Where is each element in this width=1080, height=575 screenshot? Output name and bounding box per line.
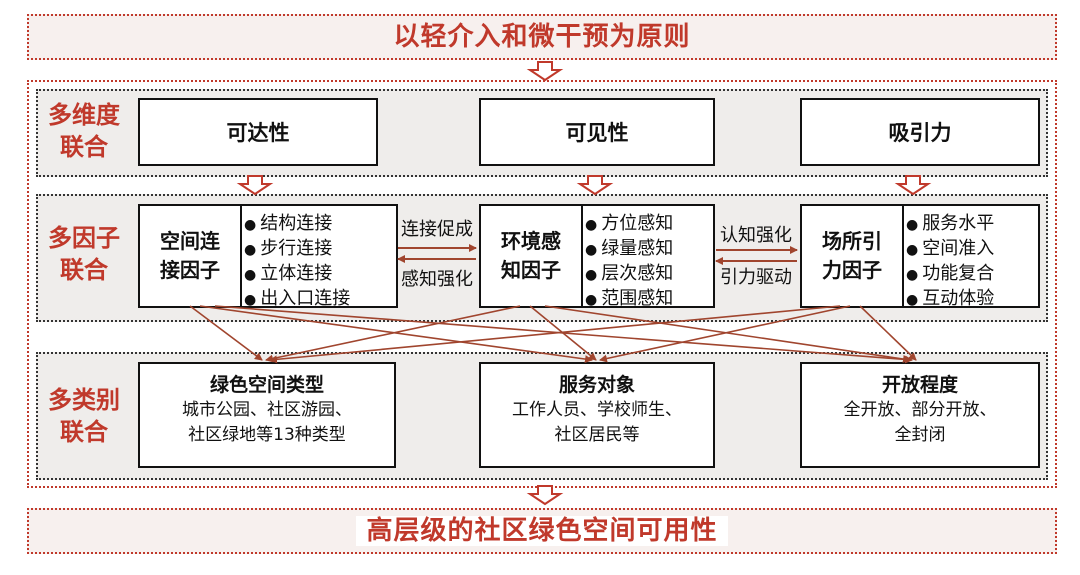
factor-row-label: 多因子 联合 [40,222,128,286]
outcome-text: 高层级的社区绿色空间可用性 [356,516,728,546]
factor-item: 空间准入 [906,237,994,262]
relation-label-backward-2: 引力驱动 [720,267,792,288]
relation-label-forward-1: 连接促成 [401,219,473,240]
category-label-line-2: 联合 [60,418,108,446]
factor-item: 立体连接 [244,262,350,287]
dimension-box-attractiveness: 吸引力 [800,98,1040,166]
factor-name-line-1: 空间连 [160,229,220,253]
dimension-box-label: 可见性 [565,121,629,145]
factor-box-spatial-connection: 空间连 接因子 结构连接 步行连接 立体连接 出入口连接 [138,204,398,309]
down-arrow-icon [236,175,274,196]
factor-name-line-2: 力因子 [822,258,882,282]
factor-item: 步行连接 [244,237,350,262]
factor-name-line-1: 场所引 [822,229,882,253]
factor-box-place-attraction: 场所引 力因子 服务水平 空间准入 功能复合 互动体验 [800,204,1040,309]
relation-label-forward-2: 认知强化 [720,225,792,246]
category-box-green-space-type: 绿色空间类型 城市公园、社区游园、 社区绿地等13种类型 [138,362,396,468]
dimension-row-label: 多维度 联合 [40,99,128,163]
category-desc-line-2: 社区绿地等13种类型 [188,425,346,445]
factor-name: 空间连 接因子 [140,206,242,306]
down-arrow-icon [526,61,564,82]
factor-name-line-2: 知因子 [501,258,561,282]
factor-item-list: 结构连接 步行连接 立体连接 出入口连接 [244,212,350,312]
dimension-box-label: 可达性 [226,121,290,145]
factor-item-list: 服务水平 空间准入 功能复合 互动体验 [906,212,994,312]
relation-label-backward-1: 感知强化 [401,269,473,290]
down-arrow-icon [526,485,564,506]
category-desc-line-1: 工作人员、学校师生、 [512,400,682,420]
connector-line [269,305,841,364]
factor-item: 方位感知 [585,212,673,237]
connector-line [599,305,851,363]
category-desc-line-1: 城市公园、社区游园、 [182,400,352,420]
principle-text: 以轻介入和微干预为原则 [393,22,691,52]
factor-name-line-2: 接因子 [160,258,220,282]
category-title: 绿色空间类型 [209,374,324,396]
category-desc-line-2: 社区居民等 [554,425,640,445]
category-label-line-1: 多类别 [48,386,120,414]
factor-box-environment-perception: 环境感 知因子 方位感知 绿量感知 层次感知 范围感知 [479,204,715,309]
factor-item: 层次感知 [585,262,673,287]
factor-item: 出入口连接 [244,287,350,312]
category-title: 服务对象 [558,374,635,396]
down-arrow-icon [576,175,614,196]
category-desc-line-2: 全封闭 [894,425,946,445]
factor-item-list: 方位感知 绿量感知 层次感知 范围感知 [585,212,673,312]
dimension-label-line-2: 联合 [60,133,108,161]
connector-line [859,305,917,361]
category-row-label: 多类别 联合 [40,384,128,448]
down-arrow-icon [894,175,932,196]
factor-item: 范围感知 [585,287,673,312]
dimension-box-accessibility: 可达性 [138,98,378,166]
outcome-banner: 高层级的社区绿色空间可用性 [27,508,1057,554]
factor-label-line-2: 联合 [60,256,108,284]
factor-item: 绿量感知 [585,237,673,262]
factor-label-line-1: 多因子 [48,224,120,252]
principle-banner: 以轻介入和微干预为原则 [27,14,1057,60]
dimension-label-line-1: 多维度 [48,101,120,129]
connector-line [189,305,263,361]
factor-name: 场所引 力因子 [802,206,904,306]
factor-item: 功能复合 [906,262,994,287]
category-desc-line-1: 全开放、部分开放、 [843,400,997,420]
category-box-service-target: 服务对象 工作人员、学校师生、 社区居民等 [479,362,715,468]
factor-item: 结构连接 [244,212,350,237]
factor-name: 环境感 知因子 [481,206,583,306]
factor-item: 服务水平 [906,212,994,237]
connector-line [265,305,521,363]
category-title: 开放程度 [881,374,958,396]
dimension-box-visibility: 可见性 [479,98,715,166]
factor-name-line-1: 环境感 [501,229,561,253]
dimension-box-label: 吸引力 [888,121,952,145]
factor-item: 互动体验 [906,287,994,312]
down-arrow-group [236,61,932,506]
category-box-openness: 开放程度 全开放、部分开放、 全封闭 [800,362,1040,468]
